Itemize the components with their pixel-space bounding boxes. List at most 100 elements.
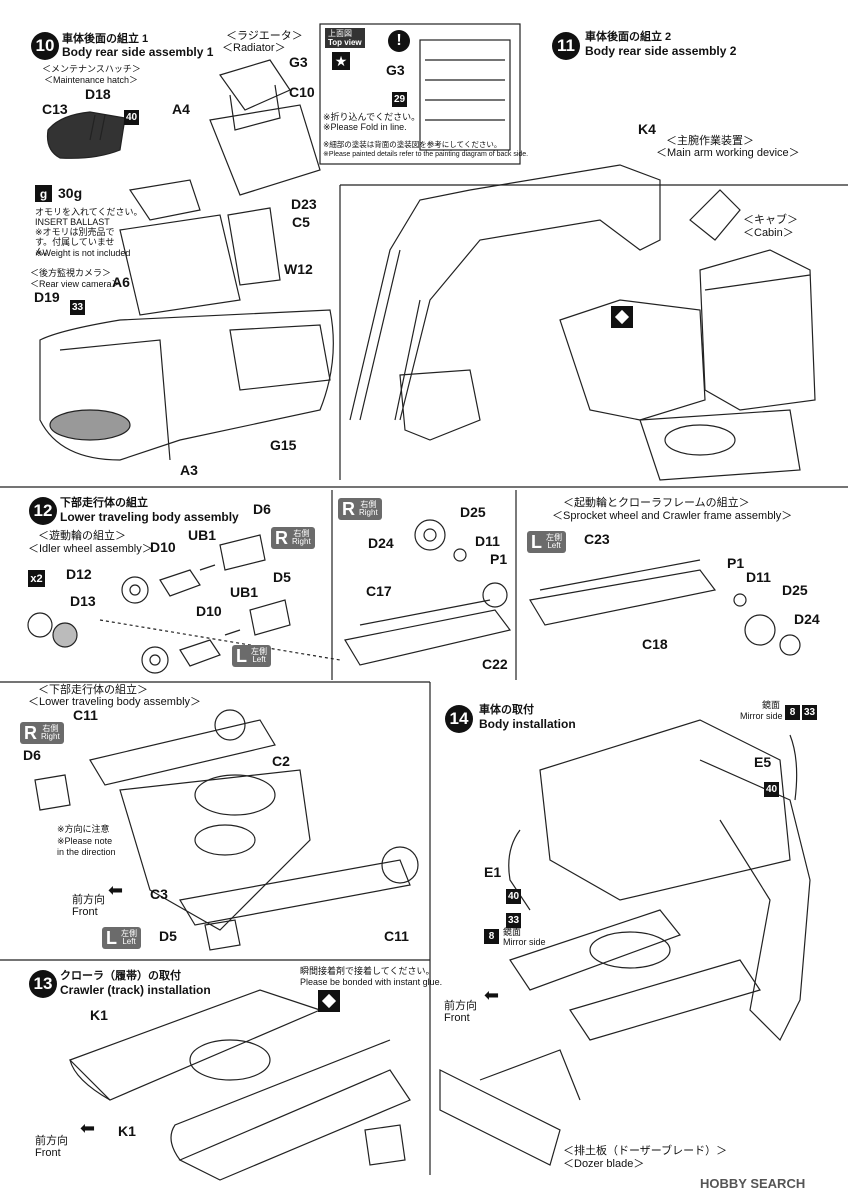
left-en: Left (252, 655, 266, 664)
right-jp-sprocket: 右側 (360, 500, 377, 509)
mirror-label-jp: 鏡面 (762, 700, 781, 710)
part-d25-left: D25 (782, 582, 808, 598)
paint-badge-33-e1: 33 (506, 913, 521, 928)
part-a6: A6 (112, 274, 130, 290)
part-c2: C2 (272, 753, 290, 769)
watermark: HOBBY SEARCH (700, 1176, 806, 1191)
dozer-label-en: ＜Dozer blade＞ (563, 1158, 645, 1170)
part-c23: C23 (584, 531, 610, 547)
part-w12: W12 (284, 261, 313, 277)
part-k1: K1 (90, 1007, 108, 1023)
part-c22: C22 (482, 656, 508, 672)
part-d25: D25 (460, 504, 486, 520)
weight-icon: g (35, 185, 52, 202)
part-d24-left: D24 (794, 611, 820, 627)
paint-badge-33-14: 33 (802, 705, 817, 720)
front-label-en-13: Front (35, 1147, 61, 1159)
part-g15: G15 (270, 437, 297, 453)
right-letter-sprocket: R (342, 499, 355, 519)
paint-note-jp: ※細部の塗装は背面の塗装図を参考にしてください。 (323, 140, 502, 149)
step-12-title-en: Lower traveling body assembly (60, 510, 239, 524)
paint-badge-40-14: 40 (764, 782, 779, 797)
part-d5: D5 (273, 569, 291, 585)
hatch-label-jp: ＜メンテナンスハッチ＞ (42, 64, 141, 74)
part-d13: D13 (70, 593, 96, 609)
front-label-en: Front (72, 906, 98, 918)
sprocket-label-jp: ＜起動輪とクローラフレームの組立＞ (563, 497, 750, 509)
glue-diamond-icon-13 (318, 990, 340, 1012)
part-d10-left: D10 (196, 603, 222, 619)
mirror-label-en: Mirror side (740, 711, 783, 721)
front-label-jp-14: 前方向 (444, 1000, 477, 1012)
right-letter: R (275, 528, 288, 548)
part-d23: D23 (291, 196, 317, 212)
part-g3: G3 (289, 54, 308, 70)
part-c3: C3 (150, 886, 168, 902)
paint-badge-40-e1: 40 (506, 889, 521, 904)
part-ub1: UB1 (188, 527, 217, 543)
left-jp: 左側 (251, 647, 267, 656)
arm-label-jp: ＜主腕作業装置＞ (666, 135, 754, 147)
part-k1-second: K1 (118, 1123, 136, 1139)
caution-icon: ! (388, 30, 410, 52)
ballast-weight: 30g (58, 185, 83, 201)
part-c5: C5 (292, 214, 310, 230)
idler-label-en: ＜Idler wheel assembly＞ (28, 543, 153, 555)
part-c11: C11 (73, 707, 98, 723)
glue-note-en: Please be bonded with instant glue. (300, 977, 443, 987)
right-en: Right (292, 537, 311, 546)
fold-note-en: ※Please Fold in line. (323, 122, 407, 132)
lower-label-jp: ＜下部走行体の組立＞ (38, 684, 148, 696)
step-13-number: 13 (29, 970, 57, 998)
part-c18: C18 (642, 636, 668, 652)
ballast-note-en1: INSERT BALLAST (35, 217, 110, 227)
left-letter-lower: L (106, 928, 117, 948)
mirror-label-jp-e1: 鏡面 (503, 927, 522, 937)
right-letter-lower: R (24, 723, 37, 743)
glue-diamond-icon (611, 306, 633, 328)
left-en-lower: Left (122, 937, 136, 946)
step-13-title-jp: クローラ（履帯）の取付 (60, 970, 181, 982)
top-view-badge: 上面図 Top view (325, 28, 365, 48)
paint-badge-29: 29 (392, 92, 407, 107)
left-en-sprocket: Left (547, 541, 561, 550)
cabin-label-jp: ＜キャブ＞ (743, 214, 798, 226)
step-12-number: 12 (29, 497, 57, 525)
right-en-sprocket: Right (359, 508, 378, 517)
part-e5: E5 (754, 754, 772, 770)
ballast-note-jp2: ※オモリは別売品です。付属していません。 (35, 227, 115, 257)
top-view-label-jp: 上面図 (328, 29, 352, 38)
paint-badge-33: 33 (70, 300, 85, 315)
part-d12: D12 (66, 566, 92, 582)
part-d6-lower: D6 (23, 747, 41, 763)
left-letter-sprocket: L (531, 532, 542, 552)
part-d19: D19 (34, 289, 60, 305)
ballast-note-en2: ※Weight is not included (35, 248, 131, 258)
part-c11-lower: C11 (384, 928, 409, 944)
camera-label-en: ＜Rear view camera＞ (30, 279, 121, 289)
direction-note-en2: in the direction (57, 847, 116, 857)
part-d11: D11 (475, 533, 500, 549)
step-10-title-jp: 車体後面の組立 1 (62, 33, 149, 45)
left-jp-lower: 左側 (121, 929, 137, 938)
left-jp-sprocket: 左側 (546, 533, 562, 542)
paint-badge-40: 40 (124, 110, 139, 125)
lower-label-en: ＜Lower traveling body assembly＞ (28, 696, 202, 708)
step-10-number: 10 (31, 32, 59, 60)
step-14-title-jp: 車体の取付 (479, 704, 534, 716)
part-d10: D10 (150, 539, 176, 555)
part-c17: C17 (366, 583, 392, 599)
radiator-label-en: ＜Radiator＞ (222, 42, 286, 54)
part-a3: A3 (180, 462, 198, 478)
cabin-label-en: ＜Cabin＞ (743, 227, 794, 239)
right-jp: 右側 (293, 529, 310, 538)
glue-note-jp: 瞬間接着剤で接着してください。 (300, 966, 435, 976)
arm-label-en: ＜Main arm working device＞ (656, 147, 800, 159)
fold-note-jp: ※折り込んでください。 (323, 112, 421, 122)
step-14-number: 14 (445, 705, 473, 733)
